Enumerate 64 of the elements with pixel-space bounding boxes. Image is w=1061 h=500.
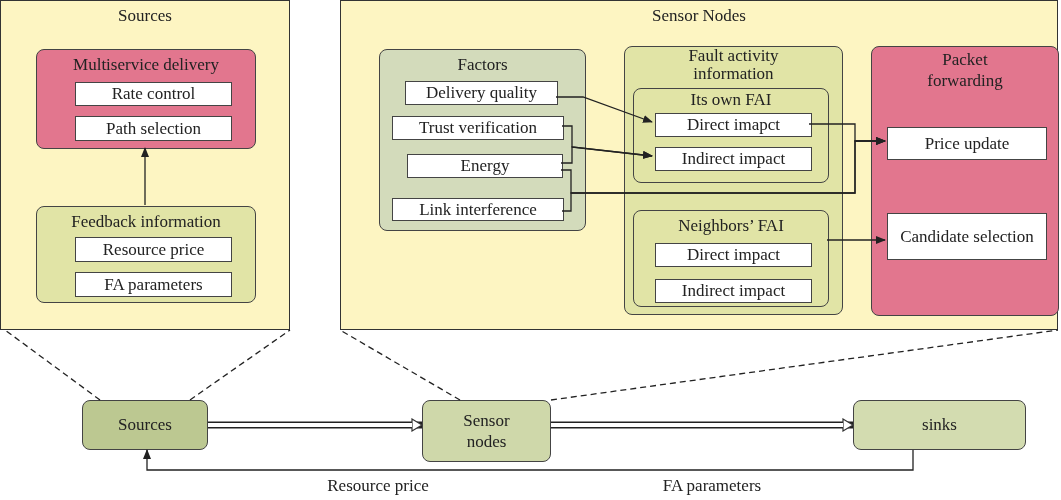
node-label: Resource price xyxy=(102,238,205,261)
node-label: Trust verification xyxy=(419,117,537,139)
group-heading: Sensor Nodes xyxy=(651,5,747,27)
panel xyxy=(340,0,1058,330)
group-heading: Neighbors’ FAI xyxy=(677,215,785,237)
process-box xyxy=(655,113,812,137)
node-label: Direct impact xyxy=(687,244,780,266)
arrow xyxy=(808,123,886,145)
node-label: Candidate selection xyxy=(900,226,1034,247)
node-label: FA parameters xyxy=(104,273,203,296)
process-box xyxy=(75,116,232,141)
group-heading: Multiservice delivery xyxy=(72,54,220,76)
node-label: Energy xyxy=(460,155,510,177)
arrow xyxy=(560,146,653,164)
process-box xyxy=(392,198,564,221)
process-box xyxy=(405,81,558,105)
arrow xyxy=(143,449,914,471)
node-label: Price update xyxy=(924,132,1010,155)
node-label: Sensor nodes xyxy=(462,410,511,452)
process-box xyxy=(392,116,564,140)
group-box xyxy=(379,49,586,231)
node-label: Indirect impact xyxy=(681,280,786,302)
group-box xyxy=(871,46,1059,316)
group-heading: Packet forwarding xyxy=(926,49,1004,91)
group-heading: Its own FAI xyxy=(689,89,773,111)
arrow xyxy=(141,147,149,206)
node-label: Delivery quality xyxy=(426,82,537,104)
group-box xyxy=(633,210,829,307)
node-label: Direct imapct xyxy=(687,114,780,136)
arrow xyxy=(826,236,886,244)
arrow xyxy=(555,96,653,123)
group-box xyxy=(624,46,843,315)
process-box xyxy=(655,243,812,267)
node-label: Rate control xyxy=(111,83,196,105)
dashed-line xyxy=(4,329,101,401)
group-box xyxy=(36,49,256,149)
process-box xyxy=(407,154,563,178)
process-box xyxy=(422,400,551,462)
group-heading: Feedback information xyxy=(70,211,222,233)
process-box xyxy=(75,237,232,262)
group-heading: Fault activity information xyxy=(687,47,780,83)
process-box xyxy=(75,82,232,106)
process-box xyxy=(887,213,1047,260)
node-label: Indirect impact xyxy=(681,148,786,170)
node-label: Sources xyxy=(118,414,172,436)
node-label: Path selection xyxy=(106,117,201,140)
group-box xyxy=(36,206,256,303)
process-box xyxy=(655,279,812,303)
process-box xyxy=(853,400,1026,450)
dashed-line xyxy=(550,329,1059,401)
process-box xyxy=(887,127,1047,160)
dashed-line xyxy=(339,329,461,401)
node-label: sinks xyxy=(922,414,957,436)
process-box xyxy=(655,147,812,171)
process-box xyxy=(75,272,232,297)
panel xyxy=(0,0,290,330)
group-heading: Sources xyxy=(117,5,173,27)
group-heading: Factors xyxy=(456,54,509,76)
group-box xyxy=(633,88,829,183)
double-line-arrow xyxy=(208,418,423,432)
node-label: Link interference xyxy=(419,198,537,221)
dashed-line xyxy=(189,329,291,401)
double-line-arrow xyxy=(551,418,854,432)
process-box xyxy=(82,400,208,450)
